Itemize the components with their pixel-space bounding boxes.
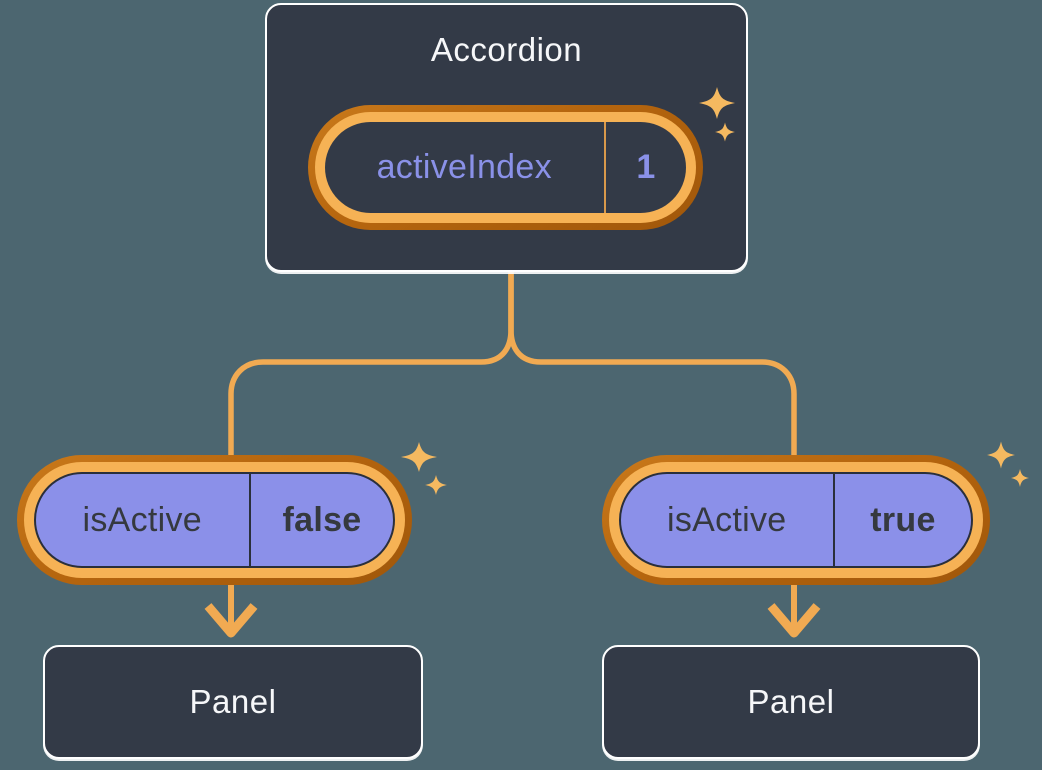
pill-divider bbox=[832, 474, 835, 566]
connector-right-branch bbox=[508, 271, 797, 458]
panel-node-right: Panel bbox=[602, 645, 980, 759]
sparkle-icon bbox=[401, 442, 437, 472]
state-name-label: activeIndex bbox=[376, 148, 552, 186]
state-pill-activeindex: activeIndex 1 bbox=[308, 105, 703, 230]
arrow-down-left-icon bbox=[204, 603, 258, 638]
accordion-title: Accordion bbox=[430, 31, 583, 68]
state-pill-ring: activeIndex 1 bbox=[315, 112, 696, 223]
sparkle-icon bbox=[425, 475, 447, 495]
state-pill-ring: isActive false bbox=[24, 462, 405, 578]
sparkle-icon bbox=[1011, 469, 1029, 487]
state-pill-isactive-false: isActive false bbox=[17, 455, 412, 585]
state-pill-ring: isActive true bbox=[609, 462, 983, 578]
state-value-label: false bbox=[282, 500, 362, 539]
sparkle-icon bbox=[699, 87, 735, 119]
state-name-label: isActive bbox=[666, 500, 787, 539]
state-pill-isactive-true: isActive true bbox=[602, 455, 990, 585]
pill-divider bbox=[603, 122, 606, 213]
state-value-label: 1 bbox=[636, 148, 656, 186]
state-value-label: true bbox=[870, 500, 936, 539]
sparkle-icon bbox=[987, 441, 1015, 469]
panel-node-left: Panel bbox=[43, 645, 423, 759]
state-name-label: isActive bbox=[82, 500, 203, 539]
arrow-down-right-icon bbox=[767, 603, 821, 638]
sparkle-icon bbox=[715, 122, 735, 142]
pill-divider bbox=[248, 474, 251, 566]
